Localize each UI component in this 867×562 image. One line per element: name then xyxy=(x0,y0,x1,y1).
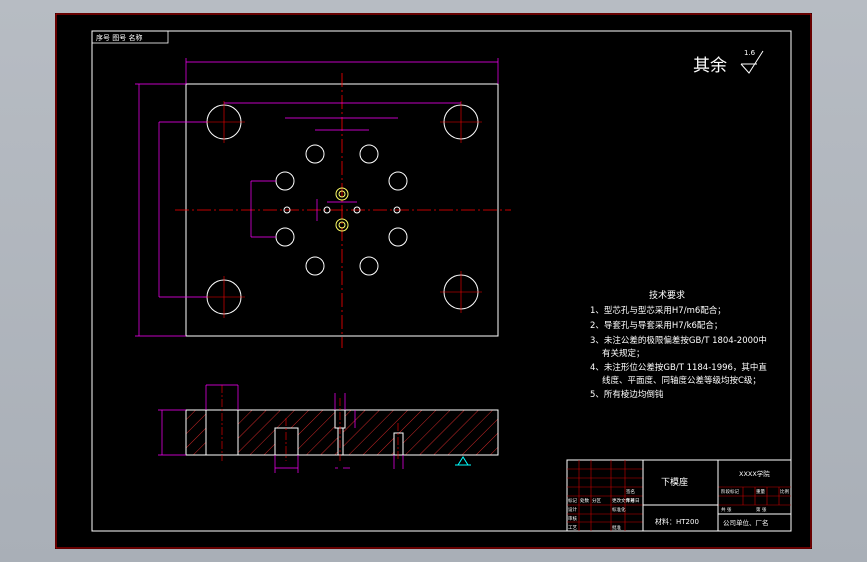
cell-date: 年月日 xyxy=(626,497,640,504)
cell-mark: 标记 xyxy=(568,497,577,504)
tech-req-item-3b: 有关规定； xyxy=(602,348,645,359)
tech-req-item-2: 2、导套孔与导套采用H7/k6配合； xyxy=(590,320,722,331)
core-holes xyxy=(335,187,349,232)
guide-holes xyxy=(206,104,479,315)
plan-view xyxy=(135,58,511,348)
tech-req-item-1: 1、型芯孔与型芯采用H7/m6配合； xyxy=(590,305,726,316)
roughness-symbol: 其余 1.6 xyxy=(693,49,764,76)
part-name: 下模座 xyxy=(661,476,688,488)
cell-weight: 重量 xyxy=(756,488,765,495)
drawing-tag-label: 序号 图号 名称 xyxy=(96,33,142,42)
cell-count: 处数 xyxy=(580,497,589,504)
school-name: XXXX学院 xyxy=(739,469,770,478)
cell-sheet-no: 第 张 xyxy=(756,506,767,513)
datum-symbol xyxy=(455,456,471,466)
inner-border xyxy=(91,30,792,532)
material: 材料：HT200 xyxy=(655,517,699,526)
cell-design: 设计 xyxy=(568,506,577,513)
tech-requirements: 技术要求 1、型芯孔与型芯采用H7/m6配合； 2、导套孔与导套采用H7/k6配… xyxy=(590,289,767,400)
cell-sign: 签名 xyxy=(626,488,635,495)
roughness-check-icon xyxy=(740,50,764,74)
section-view xyxy=(158,384,499,473)
cell-zone: 分区 xyxy=(592,497,601,504)
cell-scale: 比例 xyxy=(780,488,789,495)
tech-req-item-3: 3、未注公差的极限偏差按GB/T 1804-2000中 xyxy=(590,335,767,346)
pin-holes xyxy=(283,206,401,214)
roughness-value: 1.6 xyxy=(744,49,756,57)
cell-total-sheets: 共 张 xyxy=(721,506,732,513)
cad-drawing: 序号 图号 名称 其余 1.6 xyxy=(55,13,812,549)
cell-change-doc: 更改文件号 xyxy=(612,497,635,504)
tech-req-item-4: 4、未注形位公差按GB/T 1184-1996，其中直 xyxy=(590,362,767,373)
tech-req-title: 技术要求 xyxy=(649,289,685,301)
tech-req-item-4b: 线度、平面度、同轴度公差等级均按C级； xyxy=(602,375,761,386)
section-dimensions xyxy=(158,384,404,473)
title-block: 下模座 材料：HT200 XXXX学院 公司单位、厂名 标记 处数 分区 设计 … xyxy=(566,459,792,532)
plan-dimensions xyxy=(135,58,499,337)
screw-holes xyxy=(275,144,408,276)
cell-review: 审核 xyxy=(568,515,577,522)
cell-approve: 批准 xyxy=(612,524,621,531)
outer-border xyxy=(55,13,812,549)
cell-standard: 标准化 xyxy=(612,506,626,513)
roughness-label: 其余 xyxy=(693,56,727,76)
tech-req-item-5: 5、所有棱边均倒钝 xyxy=(590,389,664,400)
company-name: 公司单位、厂名 xyxy=(723,518,769,527)
cell-process: 工艺 xyxy=(568,525,577,531)
drawing-sheet: 序号 图号 名称 其余 1.6 xyxy=(55,13,812,549)
cell-stage: 阶段标记 xyxy=(721,488,739,495)
drawing-tag-box: 序号 图号 名称 xyxy=(91,30,169,44)
